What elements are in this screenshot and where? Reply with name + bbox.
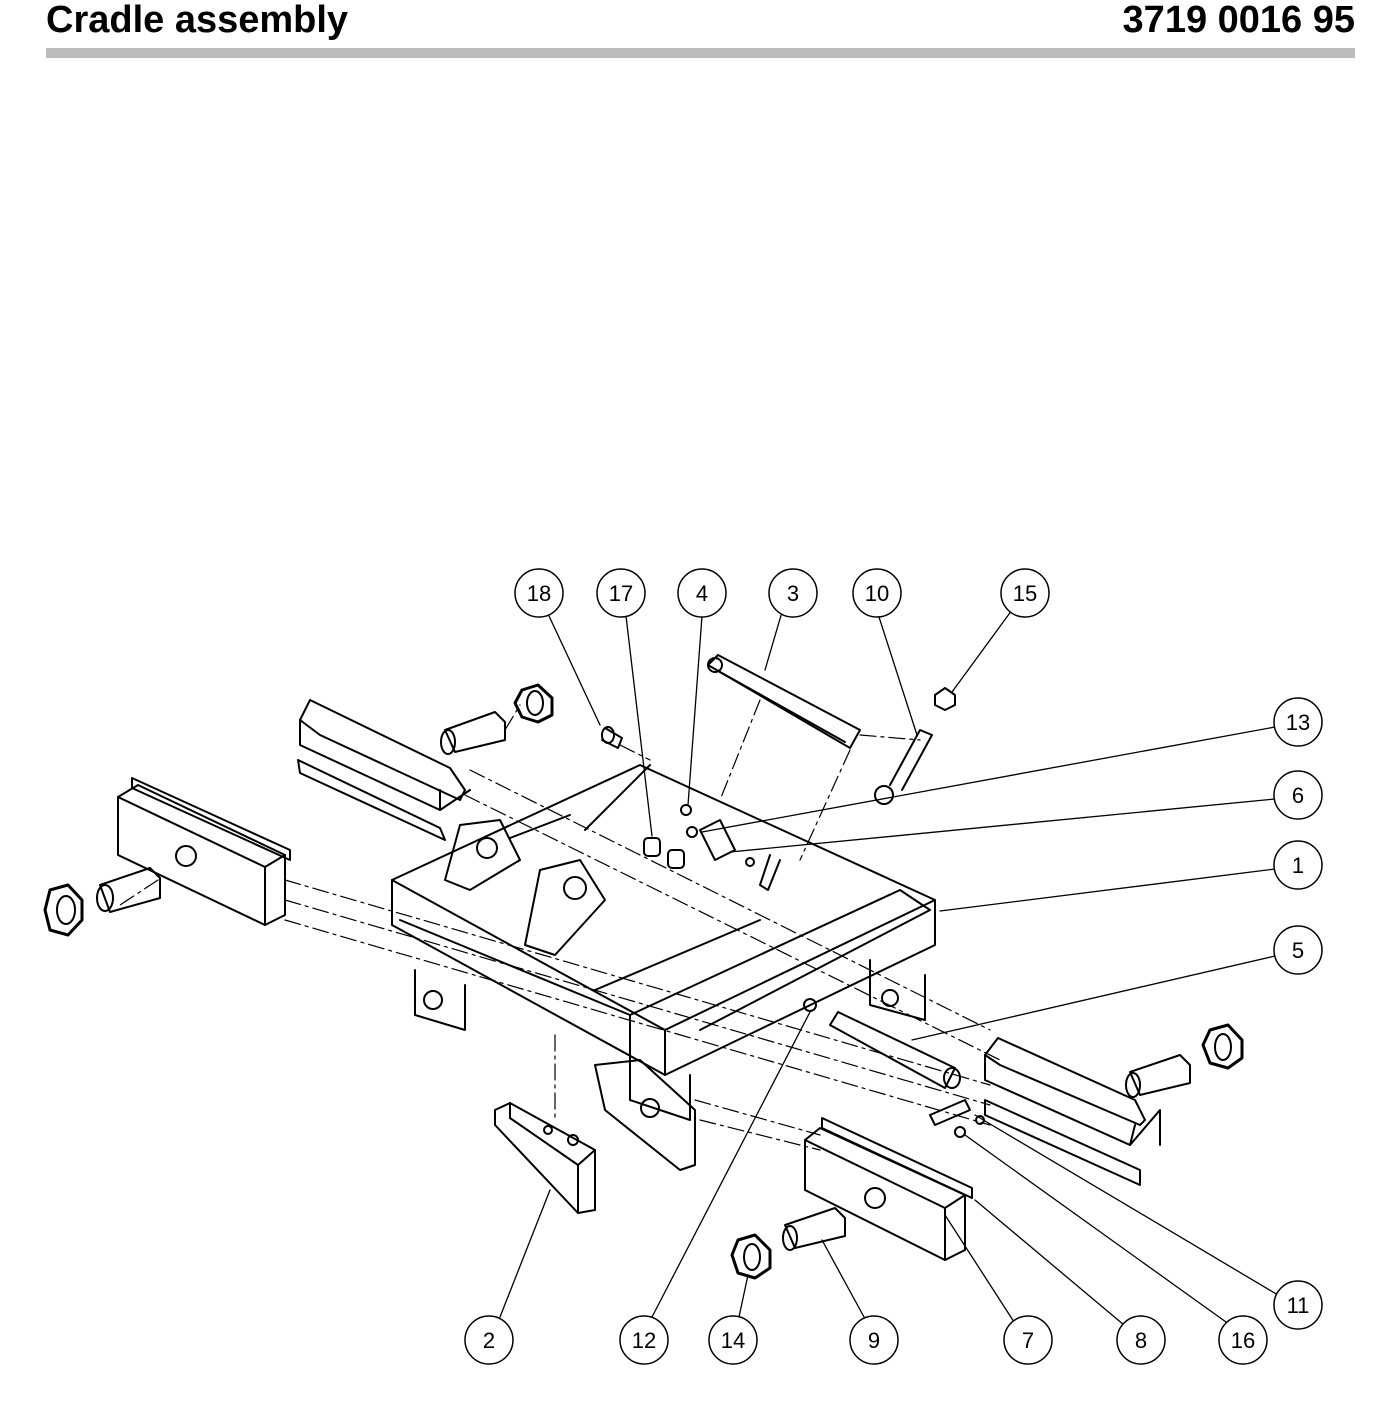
left-slide-block [297,699,471,841]
callout-14: 14 [708,1315,758,1365]
callout-7: 7 [1003,1315,1053,1365]
callout-15: 15 [1000,568,1050,618]
svg-text:6: 6 [1292,783,1304,808]
callouts: 18 17 4 3 10 15 13 6 1 5 2 12 14 9 7 8 1… [464,568,1323,1365]
wedge-block [494,1102,596,1214]
svg-text:4: 4 [696,581,708,606]
svg-text:10: 10 [865,581,889,606]
svg-text:13: 13 [1286,710,1310,735]
svg-text:12: 12 [632,1328,656,1353]
nut-right [1201,1023,1244,1070]
svg-text:2: 2 [483,1328,495,1353]
svg-text:18: 18 [527,581,551,606]
header: Cradle assembly 3719 0016 95 [46,0,1355,40]
svg-text:11: 11 [1287,1293,1310,1318]
callout-17: 17 [596,568,646,618]
svg-text:8: 8 [1135,1328,1147,1353]
svg-text:9: 9 [868,1328,880,1353]
assembly-lines [119,699,1001,1151]
callout-13: 13 [1273,697,1323,747]
svg-text:14: 14 [721,1328,745,1353]
link-arm [707,654,861,749]
lower-bracket [594,1059,696,1171]
callout-4: 4 [677,568,727,618]
callout-18: 18 [514,568,564,618]
callout-10: 10 [852,568,902,618]
pin-upper-left [440,711,506,755]
shaft [829,1011,961,1089]
main-frame [391,764,936,1121]
page-title: Cradle assembly [46,0,349,41]
svg-text:1: 1 [1292,853,1304,878]
callout-1: 1 [1273,840,1323,890]
pin-right [1125,1054,1191,1098]
callout-16: 16 [1218,1315,1268,1365]
svg-text:3: 3 [787,581,799,606]
part-number: 3719 0016 95 [1122,0,1355,41]
svg-text:5: 5 [1292,938,1304,963]
pin-lower [782,1207,846,1251]
leader-lines [499,609,1279,1326]
svg-text:17: 17 [609,581,633,606]
callout-9: 9 [849,1315,899,1365]
callout-3: 3 [768,568,818,618]
header-rule [46,48,1355,58]
eye-bolt [874,729,933,805]
callout-6: 6 [1273,770,1323,820]
left-guide-upper [117,777,291,926]
callout-8: 8 [1116,1315,1166,1365]
pin-left [96,867,161,913]
nut-lower [730,1233,772,1280]
callout-5: 5 [1273,925,1323,975]
svg-text:16: 16 [1231,1328,1255,1353]
right-guide-lower [804,1117,973,1261]
right-slide-block [984,1037,1161,1186]
callout-12: 12 [619,1315,669,1365]
nut-upper-left [513,683,554,724]
callout-11: 11 [1273,1280,1323,1330]
nut-left [43,883,84,937]
svg-text:7: 7 [1022,1328,1034,1353]
flange-nut [934,687,956,711]
callout-2: 2 [464,1315,514,1365]
svg-text:15: 15 [1013,581,1037,606]
